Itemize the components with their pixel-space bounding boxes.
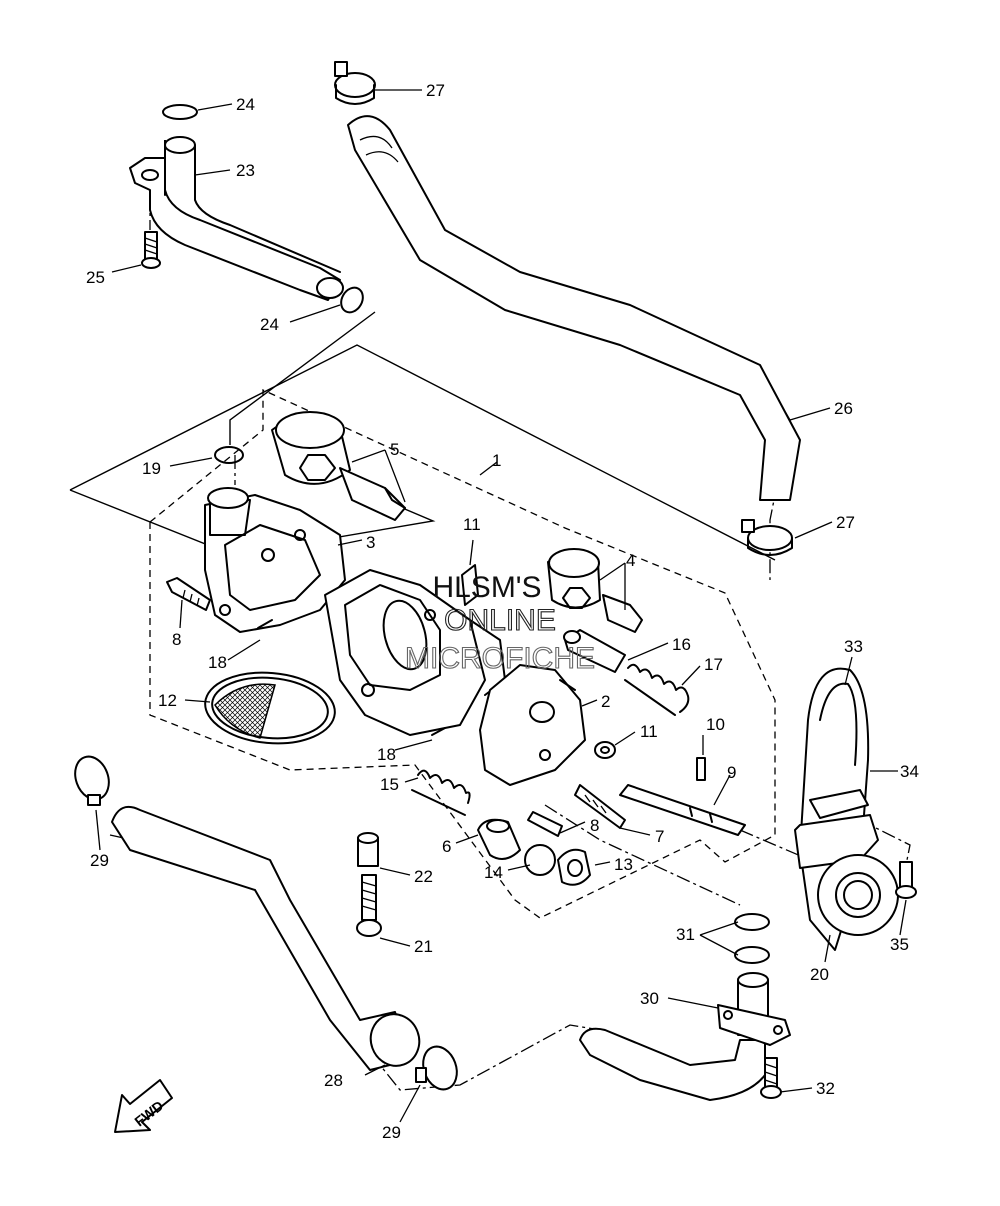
bolt-8-left — [166, 577, 211, 611]
callout-22: 22 — [414, 867, 433, 886]
seal-11-lower — [594, 741, 616, 759]
shaft-9 — [619, 784, 746, 836]
clamp-27-bottom — [741, 519, 793, 556]
plunger-6 — [477, 818, 521, 860]
callout-19: 19 — [142, 459, 161, 478]
inner-rotor-4 — [602, 594, 643, 633]
callout-10: 10 — [706, 715, 725, 734]
bolt-8-right — [527, 811, 563, 837]
callout-31: 31 — [676, 925, 695, 944]
callout-24-bottom: 24 — [260, 315, 279, 334]
callout-26: 26 — [834, 399, 853, 418]
hose-26 — [347, 115, 801, 501]
watermark-line-1: HLSM'S — [432, 571, 541, 604]
callout-18-right: 18 — [377, 745, 396, 764]
outer-rotor-4 — [547, 548, 601, 609]
pipe-30-centerline — [544, 804, 761, 1081]
group-outline-rear — [229, 311, 376, 445]
group-outline-pump-housing — [69, 344, 776, 561]
assembly-1-dashed-outline — [149, 388, 776, 919]
outer-rotor-5 — [271, 411, 351, 485]
callout-25: 25 — [86, 268, 105, 287]
spring-15 — [411, 769, 471, 816]
pin-10 — [696, 757, 706, 781]
callout-32: 32 — [816, 1079, 835, 1098]
pump-body — [324, 569, 506, 736]
inner-rotor-5 — [339, 467, 406, 521]
callout-leader-lines — [95, 89, 907, 1123]
o-ring-19 — [214, 446, 244, 464]
pipe-30 — [579, 972, 791, 1101]
callout-27-top: 27 — [426, 81, 445, 100]
callout-7: 7 — [655, 827, 664, 846]
callout-5: 5 — [390, 440, 399, 459]
callout-17: 17 — [704, 655, 723, 674]
callout-24-top: 24 — [236, 95, 255, 114]
callout-28: 28 — [324, 1071, 343, 1090]
watermark: HLSM'S ONLINE MICROFICHE — [404, 571, 595, 676]
callout-33: 33 — [844, 637, 863, 656]
washer-13 — [557, 848, 591, 886]
callout-4: 4 — [626, 551, 635, 570]
dowel-pin-18-right — [431, 727, 446, 736]
chain-33 — [799, 667, 870, 951]
collar-22 — [357, 832, 379, 867]
callout-14: 14 — [484, 863, 503, 882]
dowel-pin-18-left — [257, 619, 273, 629]
callout-9: 9 — [727, 763, 736, 782]
watermark-line-2: ONLINE — [444, 604, 556, 637]
callout-16: 16 — [672, 635, 691, 654]
plunger-16 — [563, 629, 626, 673]
callout-2: 2 — [601, 692, 610, 711]
callout-29-left: 29 — [90, 851, 109, 870]
oil-pipe-23 — [129, 136, 344, 301]
o-rings-31 — [734, 913, 770, 964]
pump-housing-3 — [204, 487, 346, 633]
bolt-25 — [141, 231, 161, 269]
clamp-27-top — [334, 61, 376, 105]
bolt-32 — [760, 1057, 782, 1099]
clamp-29-bottom — [415, 1045, 458, 1091]
o-ring-24-top — [162, 104, 198, 120]
bolt-21 — [356, 874, 382, 937]
callout-34: 34 — [900, 762, 919, 781]
callout-29-bottom: 29 — [382, 1123, 401, 1142]
pump-cover-2 — [479, 664, 586, 786]
callout-12: 12 — [158, 691, 177, 710]
callout-11-upper: 11 — [463, 515, 481, 534]
callout-labels: 24 23 25 24 27 26 27 19 5 3 1 11 4 16 17… — [86, 81, 919, 1142]
ball-14 — [524, 844, 556, 876]
fwd-direction-arrow: FWD — [114, 1079, 173, 1133]
callout-6: 6 — [442, 837, 451, 856]
watermark-line-3: MICROFICHE — [405, 642, 595, 675]
callout-15: 15 — [380, 775, 399, 794]
callout-21: 21 — [414, 937, 433, 956]
seal-11-upper — [461, 564, 479, 606]
callout-8-left: 8 — [172, 630, 181, 649]
callout-18-left: 18 — [208, 653, 227, 672]
bolt-35 — [895, 861, 917, 899]
o-ring-24-bottom — [340, 286, 364, 314]
callout-3: 3 — [366, 533, 375, 552]
callout-23: 23 — [236, 161, 255, 180]
callout-11-lower: 11 — [640, 722, 658, 741]
callout-1: 1 — [492, 451, 501, 470]
callout-30: 30 — [640, 989, 659, 1008]
callout-35: 35 — [890, 935, 909, 954]
sprocket-20 — [817, 854, 899, 936]
bolt-7 — [574, 784, 626, 829]
callout-8-right: 8 — [590, 816, 599, 835]
clamp-29-left — [74, 755, 110, 806]
hose-28 — [111, 806, 421, 1071]
strainer-12 — [204, 671, 336, 745]
callout-20: 20 — [810, 965, 829, 984]
spring-17 — [624, 663, 690, 716]
callout-27-bottom: 27 — [836, 513, 855, 532]
callout-13: 13 — [614, 855, 633, 874]
